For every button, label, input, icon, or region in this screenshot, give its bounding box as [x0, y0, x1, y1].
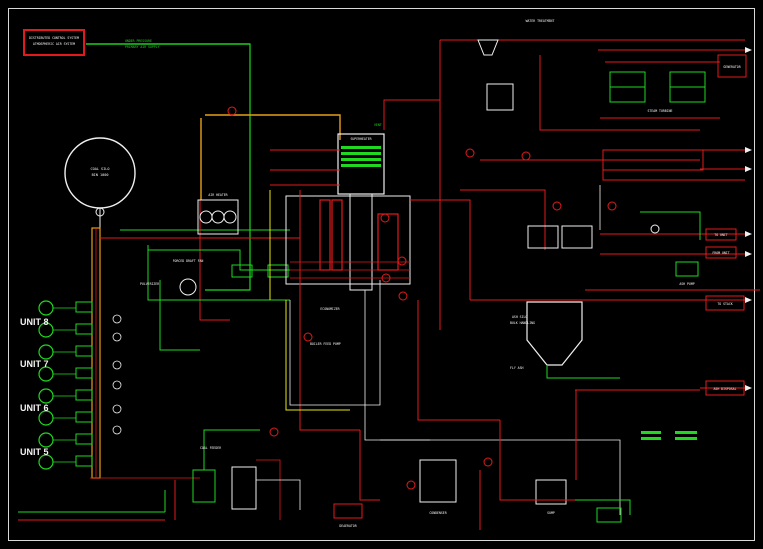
silo-valve [95, 207, 105, 217]
condenser-tank [419, 459, 457, 503]
ash-silo-sublabel: BULK HANDLING [510, 321, 535, 325]
economizer-label: ECONOMIZER [320, 307, 339, 311]
misc-valve-1 [650, 224, 660, 234]
legend-ref-line1: DISTRIBUTED CONTROL SYSTEM [29, 36, 79, 40]
forced-draft-fan [179, 278, 197, 296]
deaerator-label: DEAERATOR [339, 524, 356, 528]
legend-note-line1: UNDER PRESSURE [125, 39, 152, 43]
boiler-upper [337, 133, 385, 195]
legend-box [23, 29, 85, 56]
mill-box [231, 466, 257, 510]
feeder-valves [112, 314, 122, 435]
water-treatment-label: WATER TREATMENT [526, 19, 555, 23]
coal-feeder-box [192, 469, 216, 503]
generator-label: GENERATOR [723, 65, 740, 69]
sluice-pump [596, 507, 622, 523]
superheater-label: SUPERHEATER [350, 137, 371, 141]
water-tank-3 [561, 225, 593, 249]
unit5-label: UNIT 5 [20, 447, 49, 457]
coal-feeder-label: COAL FEEDER [200, 446, 221, 450]
vent-label: VENT [374, 123, 382, 127]
drawing-border [8, 8, 755, 541]
legend-ref-line2: ATMOSPHERIC AIR SYSTEM [33, 42, 75, 46]
red-box-4 [705, 246, 737, 259]
superheater-panels [341, 146, 381, 167]
generator-box [717, 54, 747, 78]
ash-pump-box [675, 261, 699, 277]
boiler-valves [227, 106, 562, 490]
fd-fan-label: FORCED DRAFT FAN [173, 259, 204, 263]
unit6-label: UNIT 6 [20, 403, 49, 413]
ash-disposal-label: ASH DISPOSAL [713, 387, 736, 391]
condenser-label: CONDENSER [429, 511, 446, 515]
fly-ash-label: FLY ASH [510, 366, 524, 370]
status-blocks [641, 431, 697, 440]
air-heater [197, 199, 239, 235]
from-unit-label: FROM UNIT [712, 251, 729, 255]
coal-silo-label: COAL SILO [91, 167, 110, 171]
coal-silo-sublabel: BIN 1000 [92, 173, 109, 177]
turbine-group [609, 71, 706, 103]
boiler-feed-label: BOILER FEED PUMP [310, 342, 341, 346]
turbine-label: STEAM TURBINE [648, 109, 673, 113]
misc-valve-2 [607, 201, 617, 211]
red-box-2 [705, 380, 745, 396]
feeder-boxes [75, 301, 93, 467]
ash-pump-label: ASH PUMP [679, 282, 694, 286]
mill-label: PULVERIZER [140, 282, 159, 286]
ash-silo [526, 301, 583, 366]
unit7-label: UNIT 7 [20, 359, 49, 369]
deaerator-box [333, 503, 363, 519]
red-box-1 [705, 295, 745, 311]
sump-label: SUMP [547, 511, 555, 515]
water-tank-1 [486, 83, 514, 111]
air-heater-label: AIR HEATER [208, 193, 227, 197]
unit8-label: UNIT 8 [20, 317, 49, 327]
to-stack-label: TO STACK [717, 302, 732, 306]
sump-tank [535, 479, 567, 505]
red-box-3 [705, 228, 737, 241]
to-unit-label: TO UNIT [714, 233, 728, 237]
outgoing-arrows [745, 47, 752, 391]
ash-silo-label: ASH SILO [512, 315, 527, 319]
furnace-box [285, 195, 411, 285]
legend-note-line2: PRIMARY AIR SUPPLY [125, 45, 160, 49]
water-tank-2 [527, 225, 559, 249]
